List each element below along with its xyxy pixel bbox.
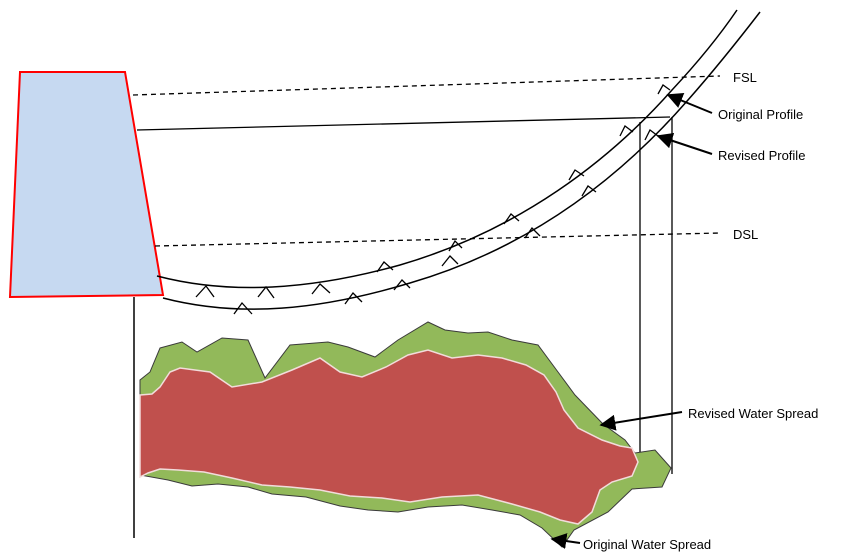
original-profile-arrow: [666, 93, 713, 114]
sediment-hatch-marks: [195, 84, 671, 315]
revised-water-spread-label: Revised Water Spread: [688, 406, 818, 421]
original-water-spread-arrow: [550, 533, 581, 549]
fsl-line: [132, 75, 721, 96]
original-profile-label: Original Profile: [718, 107, 803, 122]
original-water-spread-label: Original Water Spread: [583, 537, 711, 552]
fsl-label: FSL: [733, 70, 757, 85]
revised-level-line: [136, 116, 671, 131]
dsl-label: DSL: [733, 227, 758, 242]
revised-water-spread-area: [139, 349, 639, 525]
revised-profile-curve: [156, 9, 738, 289]
dam-body: [8, 71, 165, 299]
revised-profile-label: Revised Profile: [718, 148, 805, 163]
revised-water-spread-arrow: [599, 411, 683, 431]
dsl-line: [154, 232, 721, 247]
revised-profile-arrow: [656, 132, 713, 155]
original-profile-curve: [162, 11, 761, 310]
